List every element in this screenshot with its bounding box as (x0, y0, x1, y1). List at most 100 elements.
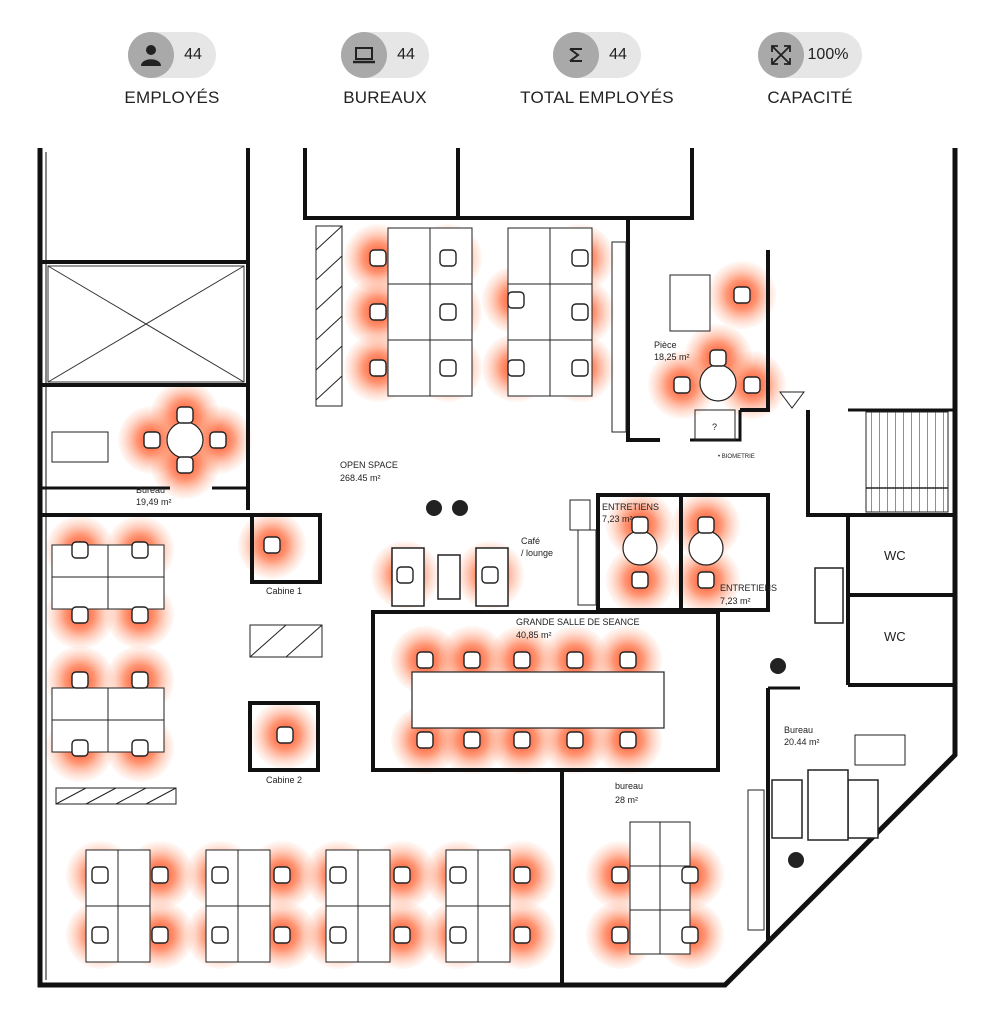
desk (629, 865, 661, 911)
room-piece-area: 18,25 m² (654, 352, 690, 362)
desk (357, 849, 391, 907)
room-bureau-right-name: Bureau (784, 725, 813, 735)
room-entretiens-1-area: 7,23 m² (602, 514, 633, 524)
stat-pill: 44 (341, 32, 429, 78)
chair (513, 926, 531, 944)
chair (743, 376, 761, 394)
chair (393, 926, 411, 944)
stat-total-employes: 44 TOTAL EMPLOYÉS (497, 32, 697, 108)
desk (117, 849, 151, 907)
desk (629, 821, 661, 867)
chair (369, 303, 387, 321)
room-cafe-name: Café (521, 536, 540, 546)
chair (439, 359, 457, 377)
desk (117, 905, 151, 963)
chair (131, 671, 149, 689)
chair (369, 359, 387, 377)
chair (513, 651, 531, 669)
chair (571, 359, 589, 377)
room-bureau-small-area: 28 m² (615, 795, 638, 805)
chair (681, 866, 699, 884)
stat-pill: 44 (128, 32, 216, 78)
round-tables (166, 364, 737, 566)
room-bureau-right-area: 20.44 m² (784, 737, 820, 747)
stat-label: BUREAUX (343, 88, 427, 107)
chair (697, 571, 715, 589)
stat-label: CAPACITÉ (767, 88, 853, 107)
stat-label: EMPLOYÉS (124, 88, 220, 107)
chair (439, 249, 457, 267)
desk (507, 227, 551, 285)
chair (211, 866, 229, 884)
desk (387, 283, 431, 341)
stat-pill: 44 (553, 32, 641, 78)
stat-value: 44 (397, 46, 415, 63)
chair (151, 866, 169, 884)
desk (659, 821, 691, 867)
room-piece-name: Pièce (654, 340, 677, 350)
chair (131, 606, 149, 624)
chair (507, 359, 525, 377)
room-cabine-2-name: Cabine 2 (266, 775, 302, 785)
chair (709, 349, 727, 367)
desk (107, 576, 165, 610)
room-open-space-name: OPEN SPACE (340, 460, 398, 470)
room-bureau-small-name: bureau (615, 781, 643, 791)
chair (566, 731, 584, 749)
chair (439, 303, 457, 321)
chair (631, 516, 649, 534)
chair (273, 926, 291, 944)
desk (237, 905, 271, 963)
desk (51, 431, 109, 463)
chair (481, 566, 499, 584)
room-wc-2-name: WC (884, 629, 906, 644)
chair (91, 926, 109, 944)
chair (396, 566, 414, 584)
chair (71, 739, 89, 757)
walls (37, 148, 958, 988)
chair (71, 671, 89, 689)
chair (611, 926, 629, 944)
room-open-space-area: 268.45 m² (340, 473, 381, 483)
desk (387, 339, 431, 397)
chair (416, 651, 434, 669)
chair (263, 536, 281, 554)
chair (619, 651, 637, 669)
chair (329, 926, 347, 944)
chair (369, 249, 387, 267)
elevator-shaft (47, 265, 245, 383)
desk (357, 905, 391, 963)
chair (697, 516, 715, 534)
room-grande-salle-name: GRANDE SALLE DE SEANCE (516, 617, 640, 627)
person-icon (128, 32, 175, 78)
chair (276, 726, 294, 744)
laptop-icon (341, 32, 388, 78)
chair (273, 866, 291, 884)
chair (571, 303, 589, 321)
chair (416, 731, 434, 749)
chair (176, 456, 194, 474)
chair (151, 926, 169, 944)
chair (631, 571, 649, 589)
stat-bureaux: 44 BUREAUX (285, 32, 485, 108)
room-cabine-1-name: Cabine 1 (266, 586, 302, 596)
chair (449, 866, 467, 884)
meeting-table (411, 671, 665, 729)
chair (619, 731, 637, 749)
chair (143, 431, 161, 449)
stat-pill: 100% (757, 32, 863, 78)
plant-icon (426, 500, 804, 868)
chair (463, 731, 481, 749)
chair (131, 739, 149, 757)
chair (733, 286, 751, 304)
chair (566, 651, 584, 669)
chair (71, 606, 89, 624)
stat-label: TOTAL EMPLOYÉS (520, 88, 674, 107)
desk (629, 909, 661, 955)
chair (463, 651, 481, 669)
desk (477, 849, 511, 907)
desk (51, 687, 109, 721)
desk (854, 734, 906, 766)
room-entretiens-2-area: 7,23 m² (720, 596, 751, 606)
chair (507, 291, 525, 309)
